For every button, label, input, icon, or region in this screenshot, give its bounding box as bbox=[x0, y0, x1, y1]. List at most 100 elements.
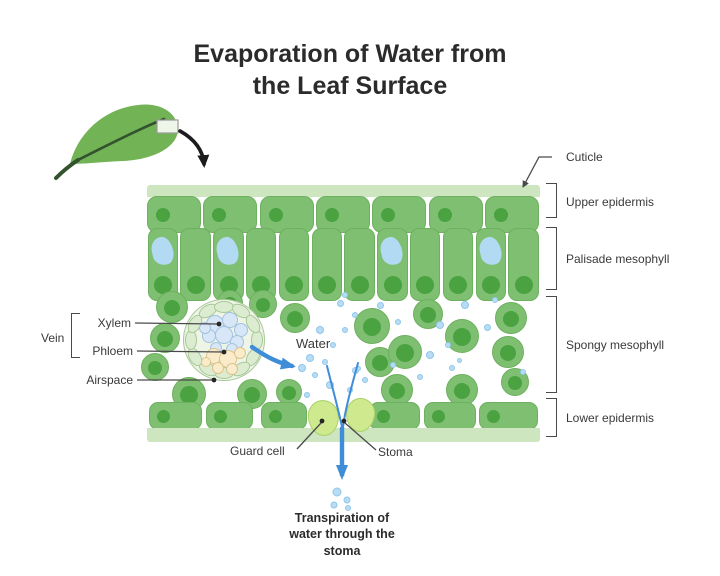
water-in-cell bbox=[378, 235, 405, 267]
cell-nucleus bbox=[318, 276, 336, 294]
cell-nucleus bbox=[508, 376, 522, 390]
lower-epidermis-cell bbox=[424, 402, 476, 430]
label-phloem: Phloem bbox=[92, 344, 133, 358]
palisade-cell bbox=[377, 228, 408, 301]
cell-nucleus bbox=[282, 386, 296, 400]
water-droplet bbox=[347, 387, 353, 393]
title-line-1: Evaporation of Water from bbox=[193, 40, 507, 68]
cell-nucleus bbox=[503, 311, 519, 327]
leaf-cross-section bbox=[141, 185, 540, 443]
cell-nucleus bbox=[285, 276, 304, 294]
water-droplet bbox=[449, 365, 455, 371]
cell-nucleus bbox=[383, 276, 402, 294]
spongy-cell bbox=[388, 335, 422, 369]
upper-epidermis-cell bbox=[315, 196, 370, 233]
cell-nucleus bbox=[487, 410, 500, 423]
cell-nucleus bbox=[437, 208, 452, 222]
palisade-cell bbox=[442, 228, 474, 301]
label-spongy-mesophyll: Spongy mesophyll bbox=[566, 338, 665, 352]
palisade-cell bbox=[475, 228, 506, 301]
cell-nucleus bbox=[324, 208, 339, 222]
spongy-cell bbox=[280, 303, 310, 333]
phloem-cell bbox=[212, 362, 224, 374]
cell-nucleus bbox=[420, 307, 436, 323]
lower-epidermis-cell bbox=[149, 402, 202, 430]
phloem-cell bbox=[201, 357, 211, 367]
spongy-cell bbox=[492, 336, 524, 368]
lower-epidermis-cell bbox=[369, 402, 420, 430]
palisade-cell bbox=[180, 228, 211, 301]
vein-bundle bbox=[183, 299, 265, 381]
lower-cuticle-layer bbox=[147, 428, 540, 442]
cell-nucleus bbox=[377, 410, 390, 423]
leaf-midrib bbox=[76, 117, 166, 162]
cell-nucleus bbox=[214, 410, 227, 423]
cell-nucleus bbox=[416, 276, 435, 294]
cell-nucleus bbox=[363, 318, 381, 336]
water-in-cell bbox=[476, 235, 504, 267]
water-droplet bbox=[326, 381, 334, 389]
cell-nucleus bbox=[164, 300, 180, 316]
palisade-cell bbox=[245, 228, 277, 301]
bracket-palisade-mesophyll bbox=[546, 227, 557, 290]
cell-nucleus bbox=[449, 276, 468, 294]
water-droplet bbox=[312, 372, 318, 378]
water-droplet bbox=[306, 354, 314, 362]
cell-nucleus bbox=[268, 208, 283, 222]
water-droplet bbox=[316, 326, 324, 334]
cell-nucleus bbox=[186, 276, 205, 294]
palisade-cell bbox=[311, 228, 342, 301]
page-title: Evaporation of Water from the Leaf Surfa… bbox=[110, 38, 590, 102]
label-vein: Vein bbox=[41, 331, 65, 345]
label-lower-epidermis: Lower epidermis bbox=[566, 411, 655, 425]
cell-nucleus bbox=[500, 345, 516, 361]
water-droplet bbox=[342, 327, 348, 333]
palisade-cell bbox=[409, 228, 441, 301]
label-stoma: Stoma bbox=[378, 445, 413, 459]
cell-nucleus bbox=[148, 361, 162, 375]
spongy-cell bbox=[141, 353, 169, 381]
cell-nucleus bbox=[219, 276, 238, 294]
water-in-cell bbox=[214, 235, 241, 267]
label-water: Water bbox=[296, 336, 331, 351]
lower-epidermis-cell bbox=[261, 402, 307, 430]
cell-nucleus bbox=[287, 311, 303, 327]
cell-nucleus bbox=[453, 328, 471, 346]
spongy-cell bbox=[150, 323, 180, 353]
water-droplet bbox=[520, 369, 526, 375]
spongy-cell bbox=[381, 374, 413, 406]
cell-nucleus bbox=[157, 410, 170, 423]
cell-nucleus bbox=[454, 383, 470, 399]
water-droplet bbox=[342, 292, 348, 298]
upper-cuticle-layer bbox=[147, 185, 540, 197]
cell-nucleus bbox=[212, 208, 227, 222]
leaf-stem bbox=[54, 158, 80, 180]
water-droplet bbox=[492, 297, 498, 303]
spongy-cell bbox=[495, 302, 527, 334]
water-droplet bbox=[298, 364, 306, 372]
caption-line-2: water through the bbox=[289, 527, 395, 542]
water-droplet bbox=[390, 362, 396, 368]
cell-nucleus bbox=[389, 383, 405, 399]
cell-nucleus bbox=[154, 276, 172, 294]
bracket-spongy-mesophyll bbox=[546, 296, 557, 393]
cell-nucleus bbox=[157, 331, 173, 347]
bracket-vein bbox=[71, 313, 80, 358]
cell-nucleus bbox=[493, 208, 508, 222]
lower-epidermis-cell bbox=[206, 402, 253, 430]
phloem-cell bbox=[234, 347, 246, 359]
cell-nucleus bbox=[256, 298, 270, 312]
cell-nucleus bbox=[156, 208, 170, 222]
cell-nucleus bbox=[514, 276, 533, 294]
bracket-lower-epidermis bbox=[546, 398, 557, 437]
zoom-arrow bbox=[178, 129, 210, 168]
water-droplet bbox=[417, 374, 423, 380]
water-droplet bbox=[352, 312, 358, 318]
water-droplet bbox=[426, 351, 434, 359]
cell-nucleus bbox=[381, 208, 396, 222]
label-upper-epidermis: Upper epidermis bbox=[566, 195, 655, 209]
water-droplet bbox=[336, 299, 344, 307]
caption-line-3: stoma bbox=[323, 543, 361, 558]
palisade-cell bbox=[344, 228, 375, 301]
